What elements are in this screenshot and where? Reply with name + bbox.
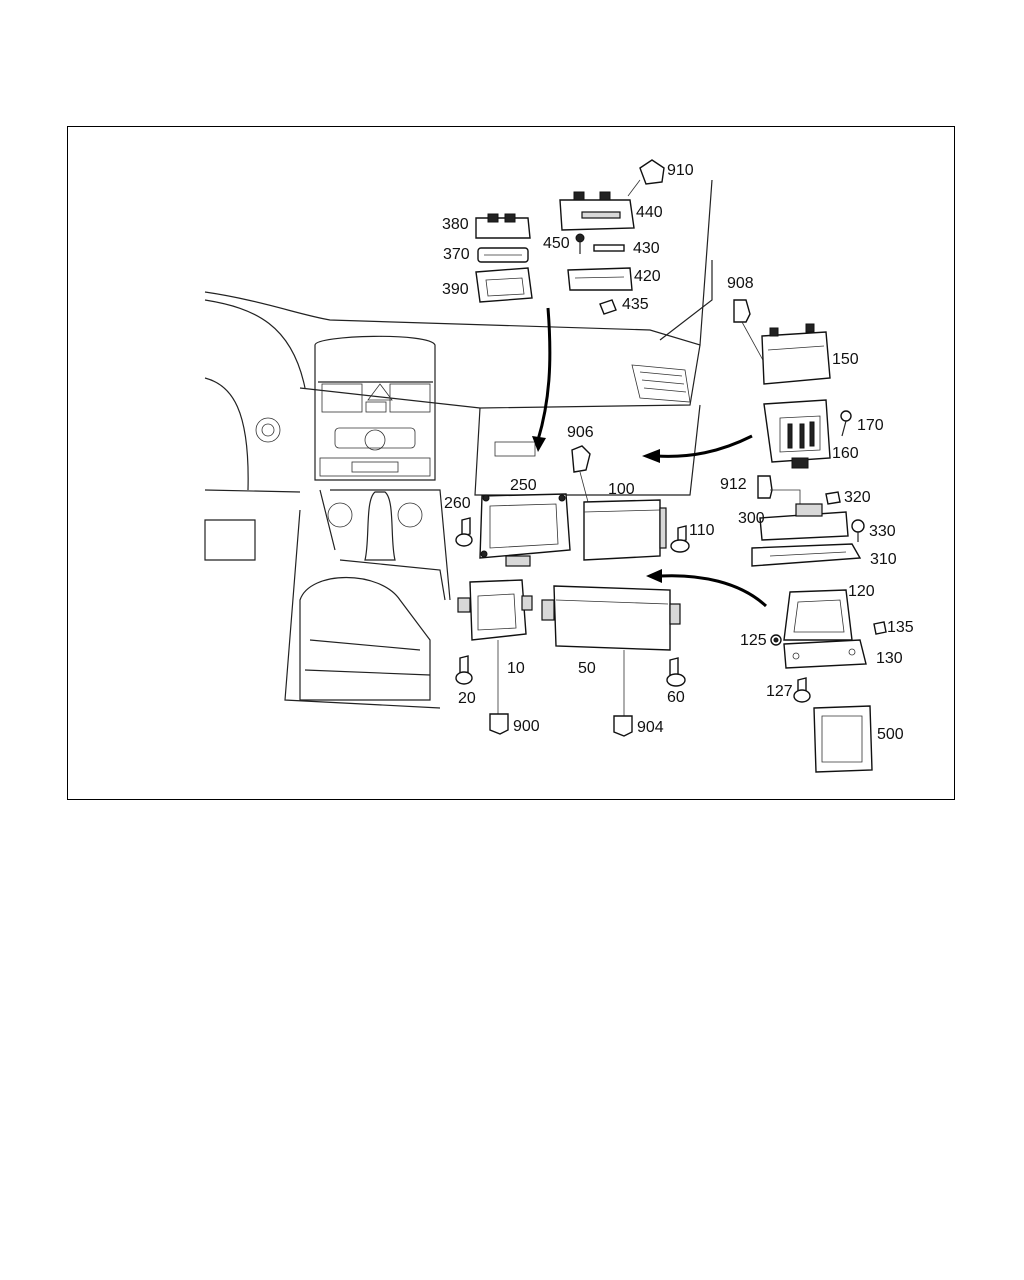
label-50: 50	[578, 660, 596, 677]
part-310	[751, 543, 862, 567]
part-50	[541, 585, 681, 716]
part-910	[627, 159, 665, 197]
label-135: 135	[887, 619, 914, 636]
label-440: 440	[636, 204, 663, 221]
label-900: 900	[513, 718, 540, 735]
label-160: 160	[832, 445, 859, 462]
label-170: 170	[857, 417, 884, 434]
part-100	[583, 499, 667, 561]
part-10	[457, 579, 533, 714]
label-260: 260	[444, 495, 471, 512]
label-250: 250	[510, 477, 537, 494]
part-170	[840, 410, 852, 437]
part-450	[575, 233, 585, 254]
label-127: 127	[766, 683, 793, 700]
label-300: 300	[738, 510, 765, 527]
part-390	[475, 267, 533, 303]
label-370: 370	[443, 246, 470, 263]
part-330	[851, 519, 865, 542]
label-320: 320	[844, 489, 871, 506]
arrow-right-bottom	[659, 574, 768, 608]
part-120	[783, 589, 853, 641]
label-60: 60	[667, 689, 685, 706]
part-130	[783, 639, 867, 669]
part-60	[666, 657, 686, 687]
part-500	[813, 705, 873, 773]
label-435: 435	[622, 296, 649, 313]
label-420: 420	[634, 268, 661, 285]
label-390: 390	[442, 281, 469, 298]
part-904	[613, 715, 633, 737]
label-380: 380	[442, 216, 469, 233]
label-130: 130	[876, 650, 903, 667]
arrow-top	[536, 307, 552, 441]
label-330: 330	[869, 523, 896, 540]
label-10: 10	[507, 660, 525, 677]
part-906	[571, 445, 591, 503]
part-420	[567, 267, 633, 291]
arrow-right-top	[655, 434, 753, 458]
part-250	[479, 493, 571, 567]
label-125: 125	[740, 632, 767, 649]
label-904: 904	[637, 719, 664, 736]
label-500: 500	[877, 726, 904, 743]
part-20	[455, 655, 473, 685]
label-150: 150	[832, 351, 859, 368]
part-440	[559, 191, 635, 231]
label-912: 912	[720, 476, 747, 493]
part-320	[825, 491, 841, 505]
part-370	[477, 247, 529, 263]
part-160	[763, 399, 831, 469]
part-125	[770, 634, 782, 646]
part-435	[599, 299, 617, 315]
part-127	[793, 677, 811, 703]
part-908	[733, 299, 765, 363]
label-20: 20	[458, 690, 476, 707]
label-120: 120	[848, 583, 875, 600]
label-100: 100	[608, 481, 635, 498]
label-908: 908	[727, 275, 754, 292]
dashboard-drawing	[204, 179, 713, 709]
label-110: 110	[689, 522, 715, 539]
part-135	[873, 621, 887, 635]
label-910: 910	[667, 162, 694, 179]
part-430	[593, 244, 625, 252]
part-912	[757, 475, 801, 506]
label-430: 430	[633, 240, 660, 257]
part-300	[759, 503, 849, 541]
arrows	[532, 307, 768, 608]
label-450: 450	[543, 235, 570, 252]
part-150	[761, 323, 831, 385]
part-110	[670, 525, 690, 553]
label-310: 310	[870, 551, 897, 568]
part-900	[489, 713, 509, 735]
part-260	[455, 517, 473, 547]
label-906: 906	[567, 424, 594, 441]
part-380	[475, 213, 531, 239]
